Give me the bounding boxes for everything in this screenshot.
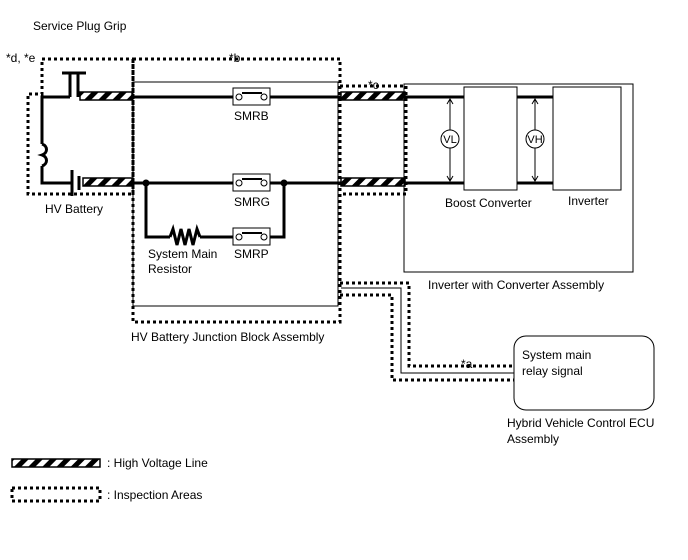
- vl-arrows: [446, 98, 454, 182]
- hv-battery-label: HV Battery: [45, 202, 103, 216]
- battery-wire-left: [40, 95, 70, 144]
- legend-inspection-swatch: [10, 486, 102, 503]
- legend-hv-line-swatch: [11, 458, 101, 468]
- resistor-label-line2: Resistor: [148, 262, 192, 276]
- wire-resistor-left: [144, 183, 170, 239]
- ecu-box: [513, 335, 655, 411]
- junction-block-outline: [132, 81, 339, 307]
- callout-de: *d, *e: [6, 51, 36, 65]
- fuse-symbol: [37, 142, 48, 168]
- inspection-area-junction-block: [131, 57, 342, 324]
- legend-inspection-label: : Inspection Areas: [107, 488, 202, 502]
- ecu-name-line2: Assembly: [507, 432, 559, 446]
- vl-label: VL: [443, 134, 456, 146]
- callout-c: *c: [368, 78, 379, 92]
- vl-sensor-circle: [440, 129, 460, 149]
- hv-line-bottom-connector: [340, 177, 406, 187]
- smrg-label: SMRG: [234, 195, 270, 209]
- relay-signal-wire: [341, 287, 522, 374]
- hv-line-top-connector: [340, 91, 406, 101]
- hv-line-top-battery: [79, 91, 133, 101]
- inspection-area-hv-battery: [26, 57, 135, 196]
- battery-wire-bottom: [40, 166, 72, 185]
- smrp-relay: [232, 227, 271, 246]
- inspection-area-inverter-connector: [340, 84, 408, 196]
- inverter-assembly-label: Inverter with Converter Assembly: [428, 278, 604, 292]
- inverter-assembly-box: [403, 83, 634, 273]
- smrb-label: SMRB: [234, 109, 269, 123]
- ecu-name-line1: Hybrid Vehicle Control ECU: [507, 416, 654, 430]
- inspection-area-signal-outer: [340, 281, 516, 368]
- legend-hv-line-label: : High Voltage Line: [107, 456, 208, 470]
- hv-line-bottom-battery: [82, 177, 133, 187]
- inverter-label: Inverter: [568, 194, 609, 208]
- wire-smrp-return: [270, 183, 286, 239]
- smrg-relay: [232, 173, 271, 192]
- service-plug-symbol: [62, 71, 86, 97]
- system-main-resistor-symbol: [168, 223, 202, 246]
- boost-converter-label: Boost Converter: [445, 196, 532, 210]
- callout-b: *b: [229, 51, 241, 65]
- resistor-label-line1: System Main: [148, 247, 217, 261]
- vh-arrows: [531, 98, 539, 182]
- smrb-relay: [232, 87, 271, 106]
- vh-label: VH: [527, 134, 542, 146]
- ecu-text-line1: System main: [522, 348, 591, 362]
- callout-a: *a: [461, 357, 473, 371]
- smrp-label: SMRP: [234, 247, 269, 261]
- inverter-box: [552, 86, 622, 191]
- ecu-text-line2: relay signal: [522, 364, 583, 378]
- boost-converter-box: [463, 86, 518, 191]
- vh-sensor-circle: [525, 129, 545, 149]
- junction-block-label: HV Battery Junction Block Assembly: [131, 330, 324, 344]
- inspection-area-signal-inner: [340, 293, 516, 382]
- service-plug-grip-label: Service Plug Grip: [33, 19, 127, 33]
